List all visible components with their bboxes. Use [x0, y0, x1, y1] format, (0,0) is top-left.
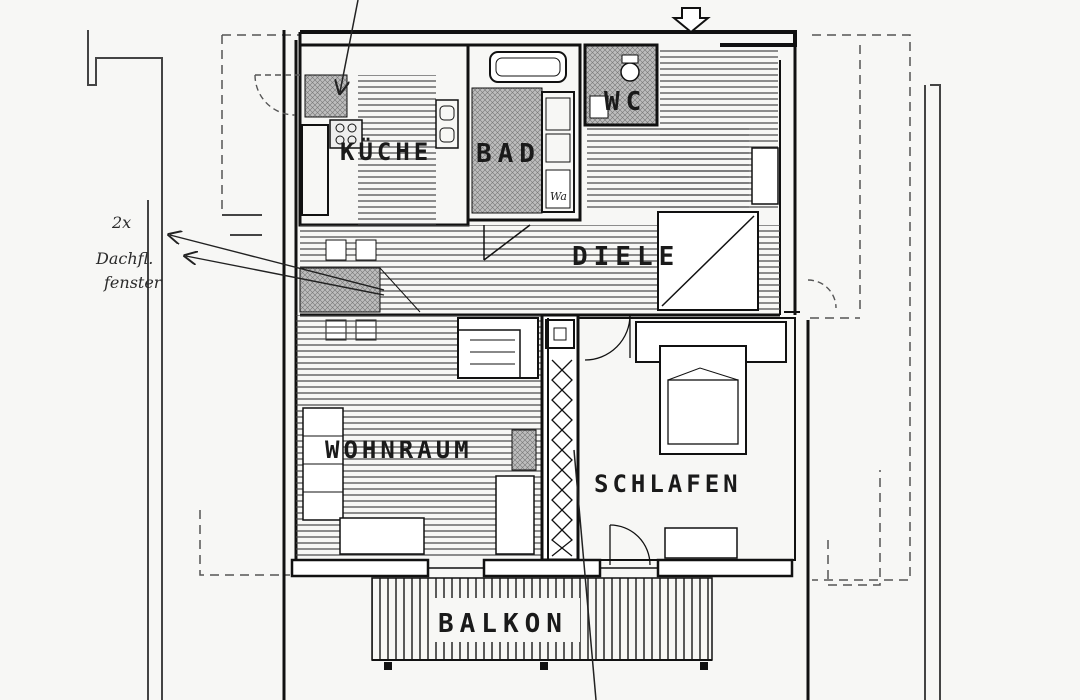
bathroom — [466, 43, 582, 222]
side-walls — [87, 30, 941, 700]
room-label-diele: DIELE — [572, 242, 680, 272]
south-wall — [290, 558, 794, 578]
central-wall — [540, 313, 580, 562]
annotation-line-1: 2x — [111, 213, 131, 232]
room-label-kueche: KÜCHE — [340, 136, 432, 166]
wc-room — [583, 43, 659, 127]
living-room — [296, 315, 542, 560]
pointer-line-bottom — [573, 449, 597, 700]
roof-window-arrows — [170, 235, 385, 296]
room-label-wohnraum: WOHNRAUM — [325, 436, 473, 464]
balcony — [371, 577, 713, 670]
entrance-arrow-icon — [671, 7, 711, 34]
annotation-line-3: fenster — [103, 273, 163, 292]
room-label-bad: BAD — [476, 139, 541, 169]
annotation-line-2: Dachfl. — [95, 249, 153, 268]
room-label-wc: WC — [604, 87, 647, 117]
fixture-label-washbasin: Wa — [550, 190, 567, 203]
hall — [299, 48, 837, 341]
room-label-balkon: BALKON — [438, 609, 568, 639]
kitchen — [254, 43, 470, 227]
room-label-schlafen: SCHLAFEN — [594, 470, 742, 498]
pointer-line-top — [340, 0, 359, 92]
bedroom — [577, 314, 796, 566]
roof-outline — [199, 34, 911, 586]
